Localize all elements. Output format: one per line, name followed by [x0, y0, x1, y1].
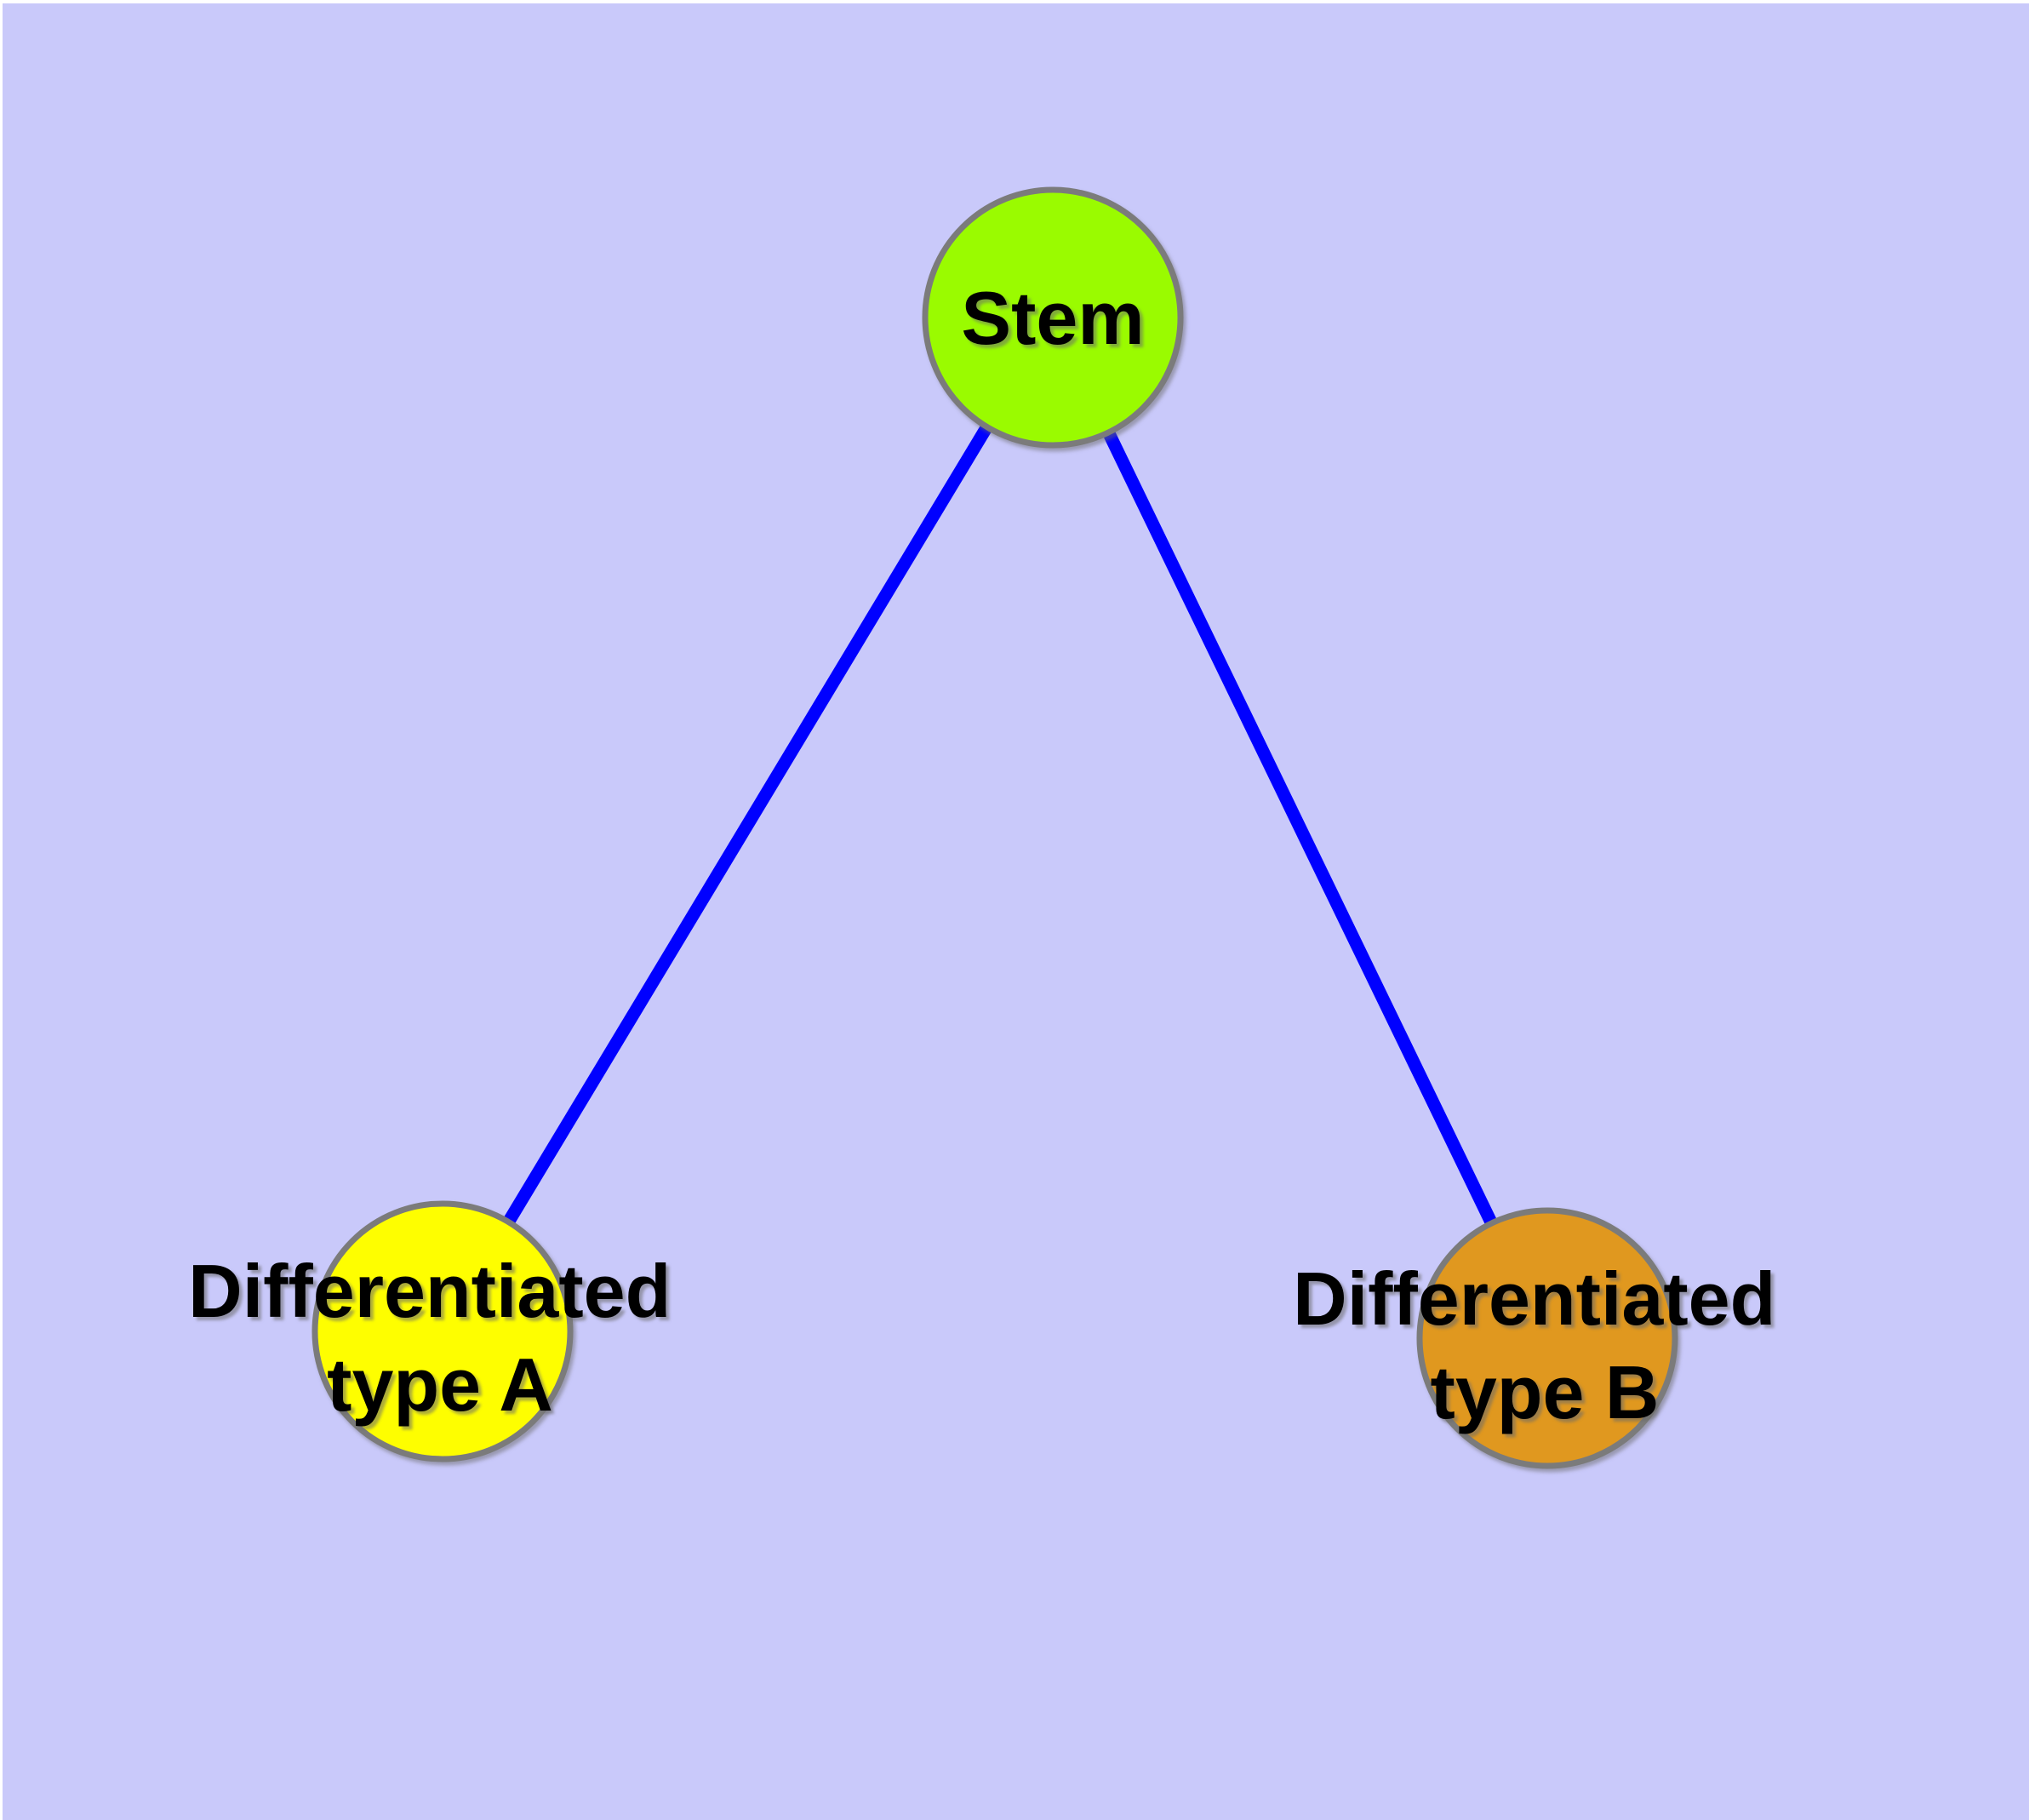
edge-stem-to-type-b [1047, 314, 1553, 1342]
node-type-b-label-line1: Differentiated [1293, 1256, 1775, 1341]
node-type-a-label: Differentiated type A [188, 1249, 692, 1427]
node-differentiated-type-a: Differentiated type A [188, 1200, 692, 1462]
node-stem: Stem [922, 186, 1184, 449]
node-stem-circle [922, 186, 1184, 449]
node-type-a-label-line2: type A [327, 1342, 553, 1427]
node-type-a-label-line1: Differentiated [188, 1249, 671, 1333]
node-type-a-circle [311, 1200, 574, 1462]
edge-layer [437, 314, 1553, 1342]
edge-stem-to-type-a [437, 314, 1059, 1335]
node-type-b-circle [1416, 1207, 1678, 1469]
node-type-b-label: Differentiated type B [1293, 1256, 1797, 1434]
node-differentiated-type-b: Differentiated type B [1293, 1207, 1797, 1469]
node-stem-label: Stem [961, 276, 1144, 360]
node-type-b-label-line2: type B [1431, 1350, 1660, 1434]
